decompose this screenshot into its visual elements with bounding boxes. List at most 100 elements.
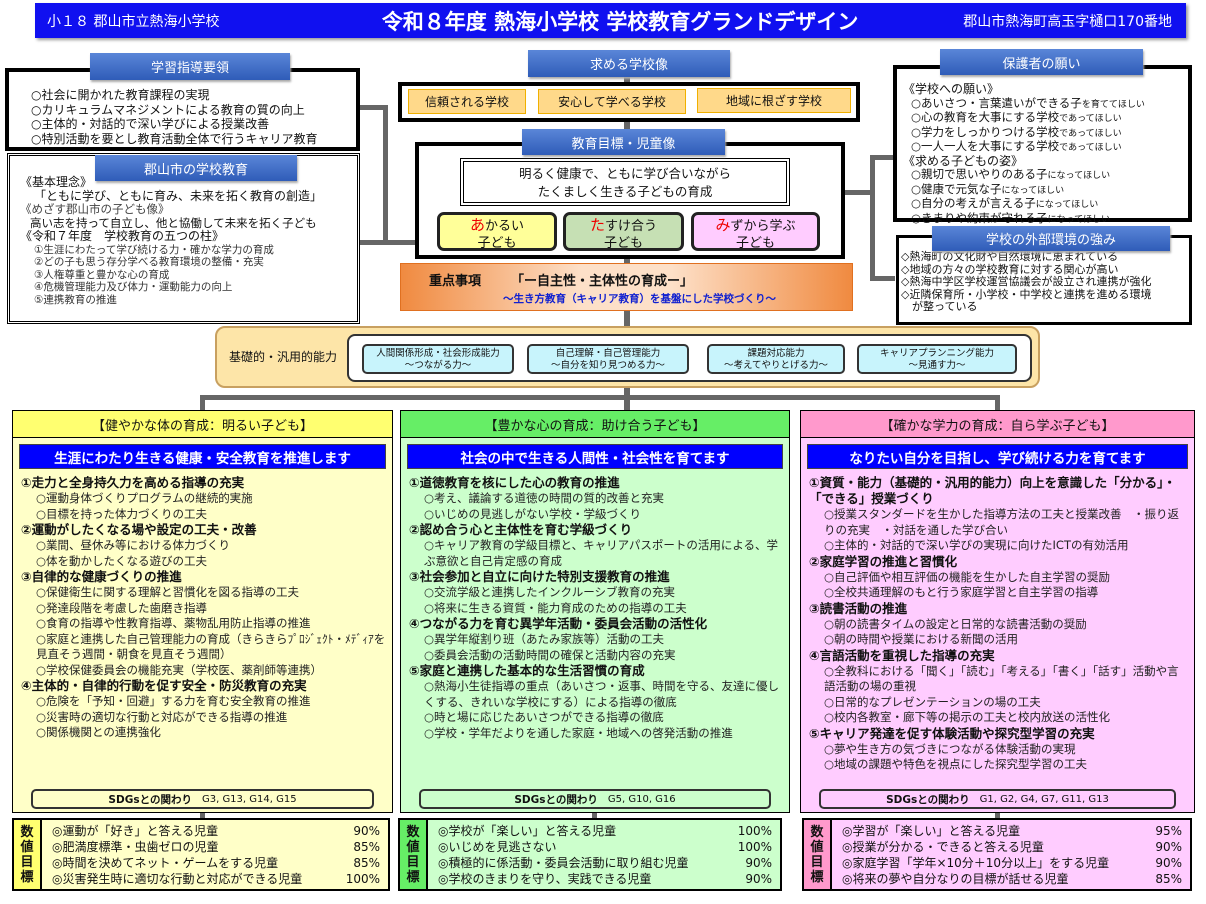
ability-name: キャリアプランニング能力 bbox=[879, 348, 994, 359]
child-image-mizukara: みずから学ぶ子ども bbox=[691, 212, 820, 251]
abilities-band: 基礎的・汎用的能力 人間関係形成・社会形成能力～つながる力～自己理解・自己管理能… bbox=[215, 326, 1040, 388]
sdgs-goals: G3, G13, G14, G15 bbox=[201, 793, 297, 805]
target-value: 100% bbox=[737, 824, 772, 838]
connector bbox=[200, 395, 1000, 400]
connector bbox=[200, 810, 205, 818]
environment-item: ◇近隣保育所・小学校・中学校と連携を進める環境 bbox=[901, 287, 1152, 301]
wish-suffix: になってほしい bbox=[1047, 214, 1111, 225]
target-value: 90% bbox=[1155, 856, 1182, 870]
section-item: ○食育の指導や性教育指導、薬物乱用防止指導の推進 bbox=[36, 616, 311, 630]
section-item: ○朝の読書タイムの設定と日常的な読書活動の奨励 bbox=[824, 616, 1087, 631]
pillar-item: ④危機管理能力及び体力・運動能力の向上 bbox=[34, 281, 233, 293]
section-item: ○時と場に応じたあいさつができる指導の徹底 bbox=[424, 710, 664, 724]
section-item: ○全教科における「聞く」「読む」「考える」「書く」「話す」活動や言語活動の場の重… bbox=[824, 663, 1179, 694]
section-heading: ⑤キャリア発達を促す体験活動や探究型学習の充実 bbox=[809, 725, 1095, 741]
target-value: 90% bbox=[353, 824, 380, 838]
target-text: ◎災害発生時に適切な行動と対応ができる児童 bbox=[52, 872, 303, 886]
school-image-title: 求める学校像 bbox=[528, 50, 730, 77]
parents-title: 保護者の願い bbox=[940, 49, 1143, 75]
section-heading: ①道徳教育を核にした心の教育の推進 bbox=[409, 475, 620, 490]
column-banner: 社会の中で生きる人間性・社会性を育てます bbox=[407, 444, 783, 469]
section-heading: ③自律的な健康づくりの推進 bbox=[21, 569, 182, 584]
section-heading: ③社会参加と自立に向けた特別支援教育の推進 bbox=[409, 569, 670, 584]
section-heading: ③読書活動の推進 bbox=[809, 600, 908, 616]
target-text: ◎時間を決めてネット・ゲームをする児童 bbox=[52, 856, 279, 870]
connector bbox=[360, 240, 415, 245]
child-image-akarui: あかるい子ども bbox=[437, 212, 557, 251]
motto-line: たくましく生きる子どもの育成 bbox=[537, 184, 713, 199]
column-banner: なりたい自分を目指し、学び続ける力を育てます bbox=[807, 444, 1188, 469]
initial: た bbox=[589, 216, 605, 234]
section-item: ○保健衛生に関する理解と習慣化を図る指導の工夫 bbox=[36, 585, 300, 599]
target-text: ◎運動が「好き」と答える児童 bbox=[52, 824, 219, 838]
connector bbox=[870, 276, 895, 281]
wish-main: ○親切で思いやりのある子 bbox=[911, 167, 1048, 181]
numeric-targets-label-cell: 数値目標 bbox=[400, 820, 428, 889]
section-item: ○関係機関との連携強化 bbox=[36, 725, 161, 739]
philosophy: 「ともに学び、ともに育み、未来を拓く教育の創造」 bbox=[34, 188, 323, 203]
target-text: ◎いじめを見逃さない bbox=[438, 840, 557, 854]
wish-item: ○親切で思いやりのある子になってほしい bbox=[911, 168, 1188, 183]
connector bbox=[870, 155, 875, 280]
motto-line: 明るく健康で、ともに学び合いながら bbox=[518, 166, 731, 181]
curriculum-item: ○主体的・対話的で深い学びによる授業改善 bbox=[31, 117, 270, 131]
target-text: ◎積極的に係活動・委員会活動に取り組む児童 bbox=[438, 856, 689, 870]
wish-main: ○自分の考えが言える子 bbox=[911, 196, 1036, 210]
curriculum-item: ○カリキュラムマネジメントによる教育の質の向上 bbox=[31, 102, 305, 117]
wish-main: ○学力をしっかりつける学校 bbox=[911, 124, 1060, 139]
section-item: ○体を動かしたくなる遊びの工夫 bbox=[36, 553, 208, 568]
target-value: 95% bbox=[1155, 824, 1182, 838]
city-title: 郡山市の学校教育 bbox=[95, 155, 297, 181]
section-item: ○異学年縦割り班（あたみ家族等）活動の工夫 bbox=[424, 632, 665, 646]
ability-name: 人間関係形成・社会形成能力 bbox=[376, 348, 500, 359]
section-item: ○キャリア教育の学級目標と、キャリアパスポートの活用による、学ぶ意欲と自己肯定感… bbox=[424, 538, 778, 568]
environment-item: ◇地域の方々の学校教育に対する関心が高い bbox=[901, 262, 1119, 276]
section-item: ○授業スタンダードを生かした指導方法の工夫と授業改善 ・振り返りの充実 ・対話を… bbox=[824, 507, 1180, 537]
page-title: 令和８年度 熱海小学校 学校教育グランドデザイン bbox=[381, 9, 859, 34]
section-item: ○委員会活動の活動時間の確保と活動内容の充実 bbox=[424, 647, 676, 662]
column-body: ①資質・能力（基礎的・汎用的能力）向上を意識した「分かる」・「できる」授業づくり… bbox=[801, 473, 1194, 773]
target-text: ◎将来の夢や自分なりの目標が話せる児童 bbox=[842, 872, 1069, 886]
sdgs-goals: G5, G10, G16 bbox=[607, 793, 676, 805]
school-address: 郡山市熱海町高玉字樋口170番地 bbox=[963, 13, 1172, 30]
section-item: ○家庭と連携した自己管理能力の育成（きらきらﾌﾟﾛｼﾞｪｸﾄ・ﾒﾃﾞｨｱを見直そ… bbox=[36, 631, 386, 662]
initial: あ bbox=[469, 216, 485, 234]
pillar-item: ⑤連携教育の推進 bbox=[34, 293, 117, 306]
wish-main: ○健康で元気な子 bbox=[911, 181, 1002, 196]
connector bbox=[870, 155, 895, 160]
environment-item: が整っている bbox=[901, 300, 978, 313]
column-body: ①走力と全身持久力を高める指導の充実○運動身体づくりプログラムの継続的実施○目標… bbox=[13, 473, 392, 741]
section-item: ○主体的・対話的で深い学びの実現に向けたICTの有効活用 bbox=[824, 538, 1129, 552]
wish-item: ○一人一人を大事にする学校であってほしい bbox=[911, 140, 1188, 155]
school-image-item: 安心して学べる学校 bbox=[538, 89, 686, 114]
focus-banner: 重点事項 「ー自主性・主体性の育成ー」 ～生き方教育（キャリア教育）を基盤にした… bbox=[400, 263, 853, 311]
curriculum-item: ○特別活動を要とし教育活動全体で行うキャリア教育 bbox=[31, 131, 318, 146]
school-wishes-label: 《学校への願い》 bbox=[903, 82, 1000, 96]
wish-suffix: になってほしい bbox=[1035, 200, 1099, 210]
numeric-targets-label: 数値目標 bbox=[810, 825, 824, 885]
section-heading: ④言語活動を重視した指導の充実 bbox=[809, 647, 995, 663]
section-item: ○いじめの見逃しがない学校・学級づくり bbox=[424, 506, 642, 521]
wish-suffix: になってほしい bbox=[1047, 171, 1111, 181]
column-3: 【確かな学力の育成：自ら学ぶ子ども】なりたい自分を目指し、学び続ける力を育てます… bbox=[800, 410, 1195, 813]
connector bbox=[592, 810, 597, 818]
wish-suffix: になってほしい bbox=[1001, 185, 1065, 196]
ability-card: キャリアプランニング能力～見通す力～ bbox=[857, 344, 1017, 374]
section-item: ○運動身体づくりプログラムの継続的実施 bbox=[36, 491, 253, 505]
ability-name: 自己理解・自己管理能力 bbox=[555, 348, 661, 359]
ability-card: 課題対応能力～考えてやりとげる力～ bbox=[707, 344, 845, 374]
section-item: ○日常的なプレゼンテーションの場の工夫 bbox=[824, 694, 1041, 709]
section-item: ○危険を「予知・回避」する力を育む安全教育の推進 bbox=[36, 694, 311, 708]
philosophy-label: 《基本理念》 bbox=[20, 175, 93, 189]
column-heading: 【確かな学力の育成：自ら学ぶ子ども】 bbox=[801, 411, 1194, 438]
target-value: 100% bbox=[345, 872, 380, 886]
